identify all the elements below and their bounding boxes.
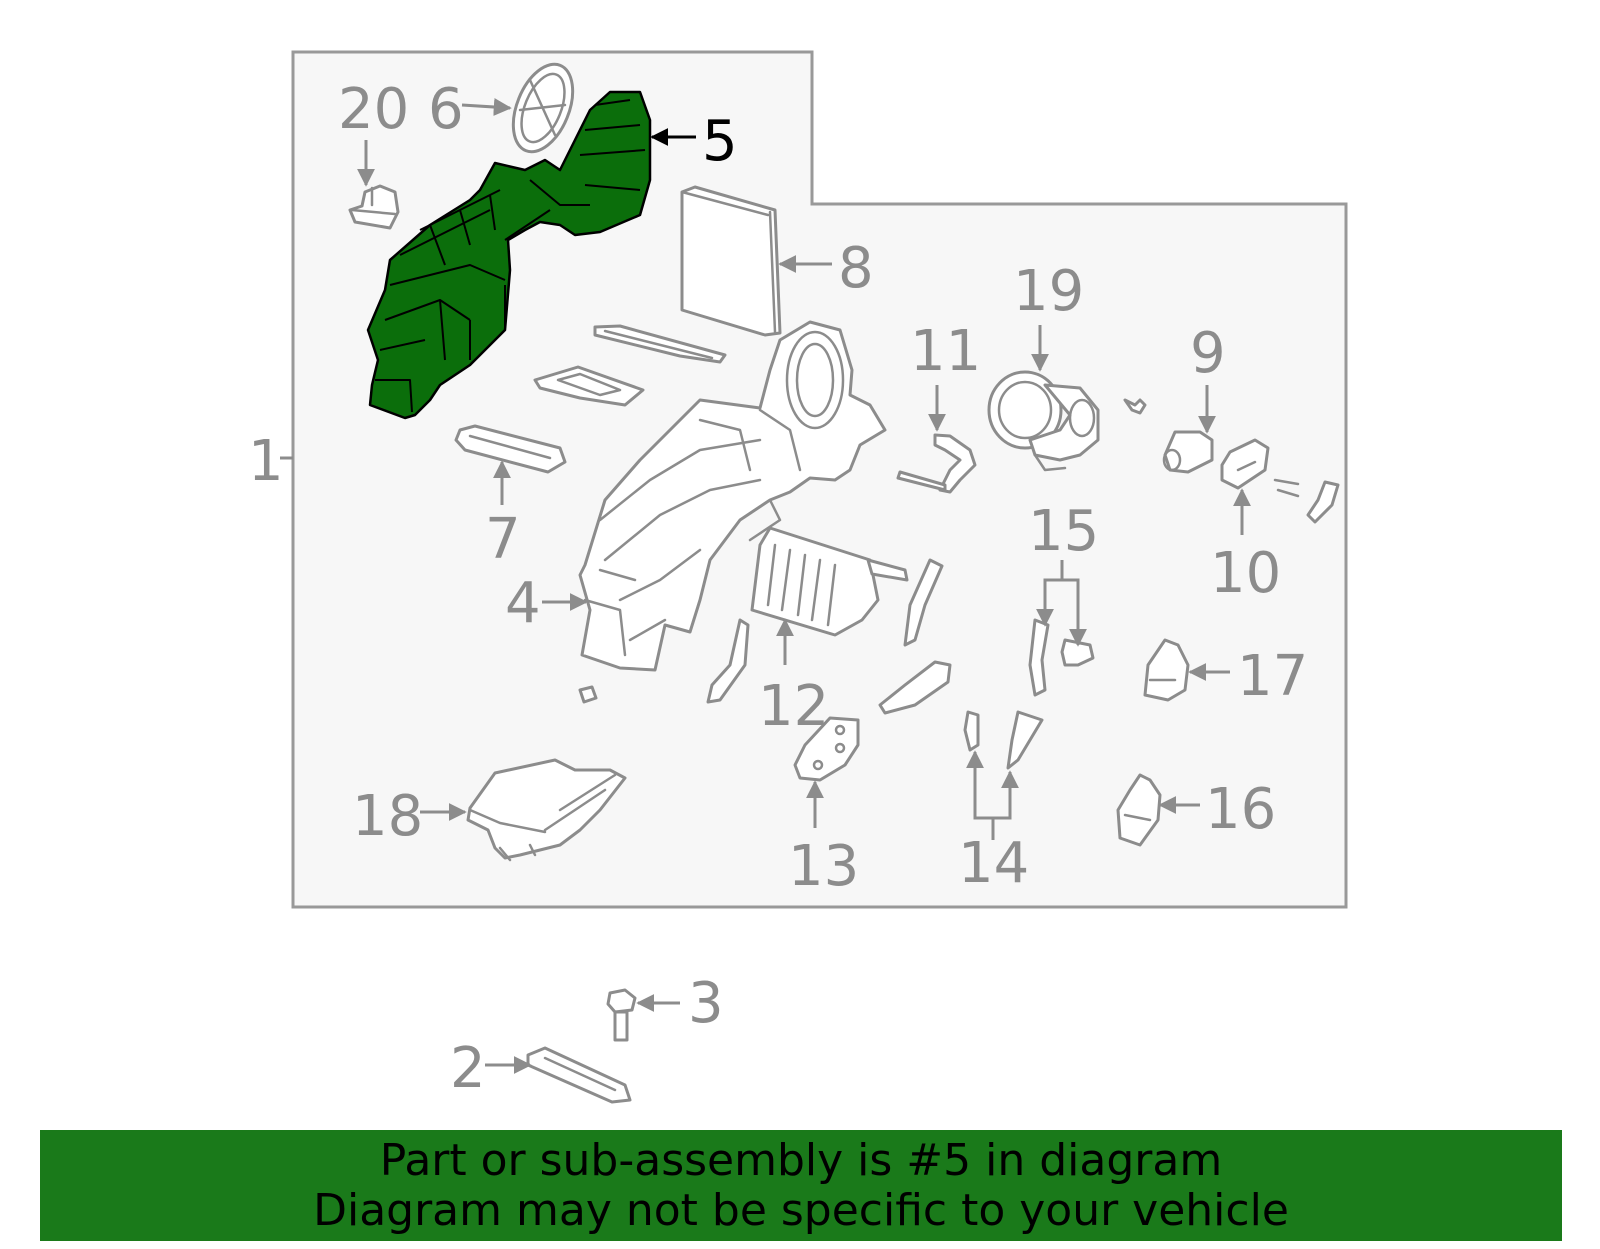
- leader-6: [461, 98, 512, 116]
- seal-strip-d: [706, 618, 750, 704]
- part-13-plate[interactable]: [793, 716, 860, 782]
- part-2-bracket[interactable]: [526, 1046, 632, 1104]
- callout-15: 15: [1028, 499, 1099, 564]
- leader-15b: [1062, 578, 1087, 647]
- callout-18: 18: [352, 784, 423, 849]
- part-16-flap[interactable]: [1116, 773, 1162, 847]
- callout-12: 12: [758, 674, 829, 739]
- part-5-duct[interactable]: [366, 90, 652, 420]
- part-7-seal[interactable]: [454, 424, 567, 474]
- part-18-module[interactable]: [466, 758, 627, 862]
- leader-14b: [993, 770, 1019, 820]
- callout-19: 19: [1013, 259, 1084, 324]
- seal-strip-f: [1306, 480, 1340, 524]
- part-14-clips[interactable]: [963, 710, 1044, 770]
- seal-frame-b: [533, 365, 645, 407]
- callout-4: 4: [505, 571, 541, 636]
- part-10-bracket[interactable]: [1220, 438, 1270, 490]
- part-4-housing[interactable]: [578, 320, 887, 672]
- leader-14: [966, 750, 995, 840]
- part-20-actuator[interactable]: [348, 184, 400, 230]
- callout-9: 9: [1190, 321, 1226, 386]
- part-6-ring[interactable]: [502, 56, 585, 161]
- callout-10: 10: [1210, 541, 1281, 606]
- leader-15: [1036, 560, 1064, 627]
- part-17-flap[interactable]: [1143, 638, 1190, 702]
- callout-13: 13: [788, 834, 859, 899]
- callout-14: 14: [958, 831, 1029, 896]
- part-12-heater-core[interactable]: [750, 526, 909, 637]
- screw-small: [1123, 398, 1147, 415]
- callout-2: 2: [450, 1036, 486, 1101]
- callout-17: 17: [1237, 644, 1308, 709]
- banner-line-1: Part or sub-assembly is #5 in diagram: [379, 1134, 1223, 1186]
- seal-strip-c: [903, 558, 944, 647]
- info-banner: Part or sub-assembly is #5 in diagram Di…: [40, 1130, 1562, 1241]
- seal-strip-a: [593, 324, 727, 364]
- callout-11: 11: [910, 319, 981, 384]
- callout-7: 7: [485, 507, 521, 572]
- part-11-sensor[interactable]: [896, 433, 977, 494]
- part-19-blower[interactable]: [987, 370, 1100, 472]
- callout-8: 8: [838, 236, 874, 301]
- banner-line-2: Diagram may not be specific to your vehi…: [313, 1184, 1289, 1236]
- clip-small: [578, 685, 598, 704]
- pin-small: [1273, 478, 1300, 498]
- callout-16: 16: [1205, 777, 1276, 842]
- seal-strip-e: [878, 660, 952, 715]
- callout-3: 3: [688, 971, 724, 1036]
- callout-5[interactable]: 5: [702, 109, 738, 174]
- part-3-bolt[interactable]: [606, 988, 637, 1042]
- callout-6: 6: [428, 77, 464, 142]
- callout-20: 20: [338, 77, 409, 142]
- part-8-core[interactable]: [680, 185, 782, 337]
- callout-1: 1: [248, 429, 284, 494]
